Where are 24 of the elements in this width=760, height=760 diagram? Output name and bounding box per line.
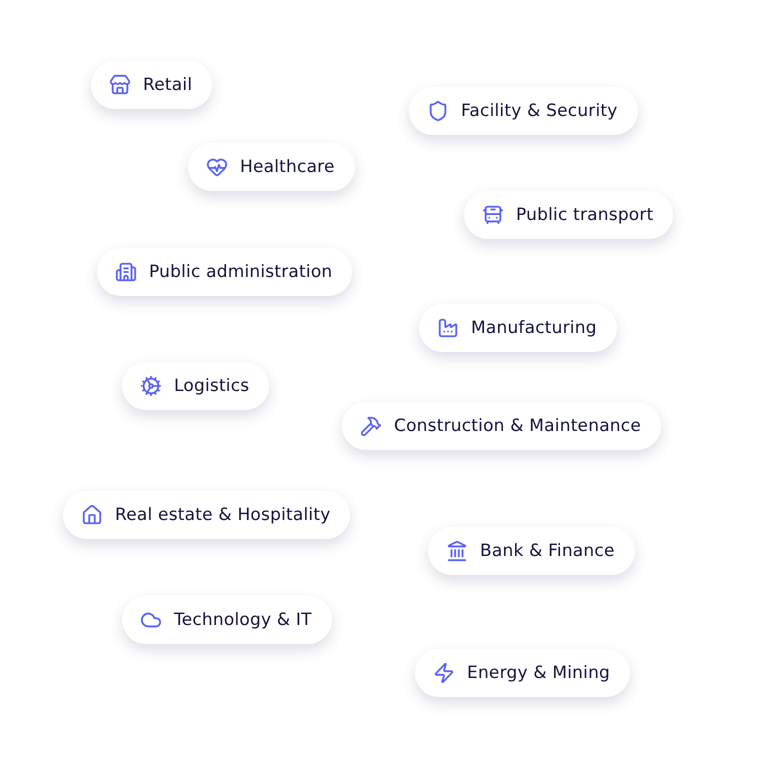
category-label: Real estate & Hospitality (115, 505, 330, 525)
category-pill (97, 248, 352, 296)
category-pill (419, 304, 617, 352)
category-pill (428, 527, 635, 575)
category-pill (342, 402, 661, 450)
category-label: Public administration (149, 262, 332, 282)
category-label: Retail (143, 75, 192, 95)
category-pill (415, 649, 630, 697)
category-pill (122, 596, 332, 644)
category-label: Technology & IT (174, 610, 312, 630)
category-label: Construction & Maintenance (394, 416, 641, 436)
category-label: Energy & Mining (467, 663, 610, 683)
category-label: Bank & Finance (480, 541, 615, 561)
category-pill (122, 362, 270, 410)
category-pill (63, 491, 350, 539)
category-label: Facility & Security (461, 101, 618, 121)
category-pill (91, 61, 212, 109)
category-label: Manufacturing (471, 318, 597, 338)
category-label: Healthcare (240, 157, 335, 177)
category-pill (464, 191, 674, 239)
category-pill (409, 87, 638, 135)
category-label: Public transport (516, 205, 654, 225)
category-pill (188, 143, 355, 191)
category-label: Logistics (174, 376, 250, 396)
